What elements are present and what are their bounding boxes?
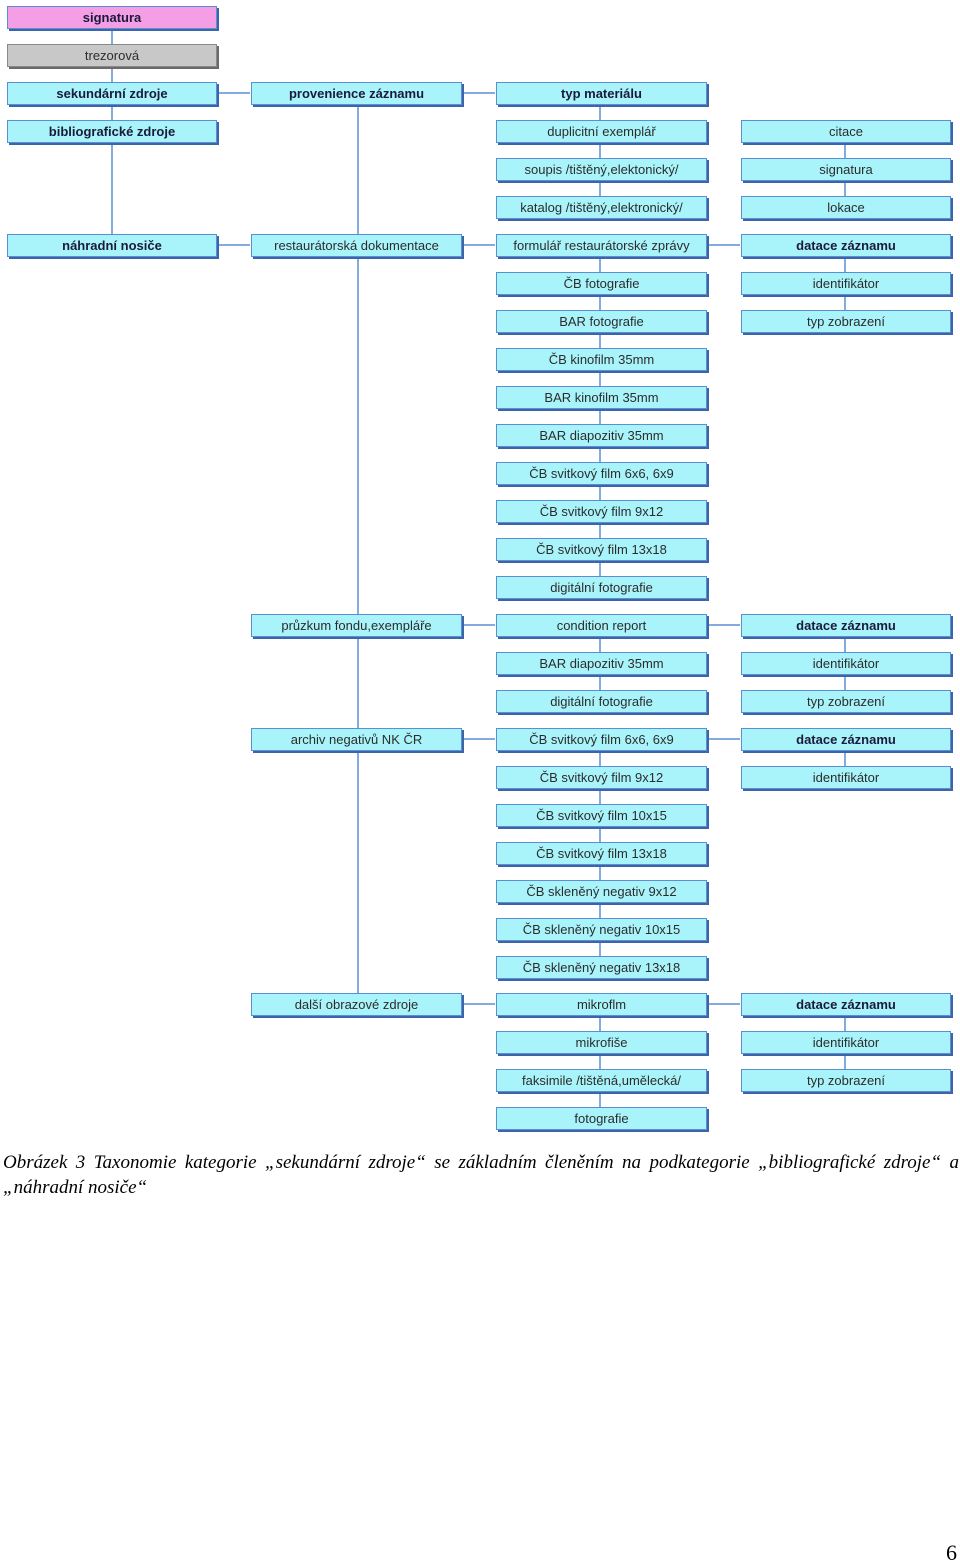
node-cb-svitkovy-9x12-b: ČB svitkový film 9x12 [496, 766, 707, 789]
node-bar-diapozitiv: BAR diapozitiv 35mm [496, 424, 707, 447]
taxonomy-diagram: signatura trezorová sekundární zdroje bi… [7, 6, 951, 1130]
node-cb-fotografie: ČB fotografie [496, 272, 707, 295]
node-trezorova: trezorová [7, 44, 217, 67]
node-mikroflm: mikroflm [496, 993, 707, 1016]
node-cb-svitkovy-10x15: ČB svitkový film 10x15 [496, 804, 707, 827]
node-provenience-zaznamu: provenience záznamu [251, 82, 462, 105]
node-formular: formulář restaurátorské zprávy [496, 234, 707, 257]
node-cb-skleneny-10x15: ČB skleněný negativ 10x15 [496, 918, 707, 941]
node-soupis: soupis /tištěný,elektonický/ [496, 158, 707, 181]
node-typ-zobrazeni-4: typ zobrazení [741, 1069, 951, 1092]
node-duplicitni-exemplar: duplicitní exemplář [496, 120, 707, 143]
node-citace: citace [741, 120, 951, 143]
node-cb-svitkovy-13x18: ČB svitkový film 13x18 [496, 538, 707, 561]
node-identifikator-1: identifikátor [741, 272, 951, 295]
node-datace-zaznamu-2: datace záznamu [741, 614, 951, 637]
node-cb-skleneny-13x18: ČB skleněný negativ 13x18 [496, 956, 707, 979]
node-nahradni-nosice: náhradní nosiče [7, 234, 217, 257]
node-digitalni-fotografie: digitální fotografie [496, 576, 707, 599]
node-fotografie: fotografie [496, 1107, 707, 1130]
node-cb-svitkovy-13x18-b: ČB svitkový film 13x18 [496, 842, 707, 865]
node-digitalni-fotografie-2: digitální fotografie [496, 690, 707, 713]
node-cb-kinofilm: ČB kinofilm 35mm [496, 348, 707, 371]
node-typ-materialu: typ materiálu [496, 82, 707, 105]
node-sekundarni-zdroje: sekundární zdroje [7, 82, 217, 105]
node-cb-svitkovy-9x12: ČB svitkový film 9x12 [496, 500, 707, 523]
node-cb-svitkovy-6x6-b: ČB svitkový film 6x6, 6x9 [496, 728, 707, 751]
node-cb-svitkovy-6x6: ČB svitkový film 6x6, 6x9 [496, 462, 707, 485]
node-datace-zaznamu-3: datace záznamu [741, 728, 951, 751]
node-mikrofise: mikrofiše [496, 1031, 707, 1054]
node-identifikator-4: identifikátor [741, 1031, 951, 1054]
node-faksimile: faksimile /tištěná,umělecká/ [496, 1069, 707, 1092]
node-katalog: katalog /tištěný,elektronický/ [496, 196, 707, 219]
node-condition-report: condition report [496, 614, 707, 637]
node-dalsi-obrazove-zdroje: další obrazové zdroje [251, 993, 462, 1016]
node-bar-diapozitiv-2: BAR diapozitiv 35mm [496, 652, 707, 675]
node-typ-zobrazeni-2: typ zobrazení [741, 690, 951, 713]
node-identifikator-2: identifikátor [741, 652, 951, 675]
node-datace-zaznamu-4: datace záznamu [741, 993, 951, 1016]
page-number: 6 [946, 1540, 957, 1565]
node-cb-skleneny-9x12: ČB skleněný negativ 9x12 [496, 880, 707, 903]
node-pruzkum-fondu: průzkum fondu,exempláře [251, 614, 462, 637]
node-bibliograficke-zdroje: bibliografické zdroje [7, 120, 217, 143]
node-bar-fotografie: BAR fotografie [496, 310, 707, 333]
node-signatura-root: signatura [7, 6, 217, 29]
node-signatura: signatura [741, 158, 951, 181]
node-restauratorska-dokumentace: restaurátorská dokumentace [251, 234, 462, 257]
node-bar-kinofilm: BAR kinofilm 35mm [496, 386, 707, 409]
node-identifikator-3: identifikátor [741, 766, 951, 789]
figure-caption: Obrázek 3 Taxonomie kategorie „sekundárn… [3, 1152, 959, 1198]
node-typ-zobrazeni-1: typ zobrazení [741, 310, 951, 333]
node-datace-zaznamu-1: datace záznamu [741, 234, 951, 257]
node-lokace: lokace [741, 196, 951, 219]
node-archiv-negativu: archiv negativů NK ČR [251, 728, 462, 751]
